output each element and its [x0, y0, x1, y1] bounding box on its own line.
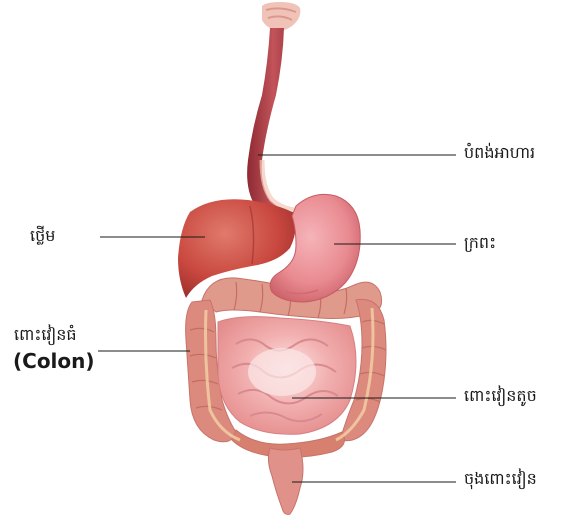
colon-english-label: (Colon): [13, 351, 95, 371]
small-intestine: [218, 317, 356, 435]
colon-label: ពោះវៀនធំ: [14, 325, 77, 345]
pharynx: [262, 2, 300, 31]
rectum: [268, 448, 303, 514]
rectum-label: ចុងពោះវៀន: [464, 469, 537, 489]
small-intestine-label: ពោះវៀនតូច: [464, 386, 537, 406]
stomach-label: ក្រពះ: [464, 233, 496, 253]
esophagus-label: បំពង់អាហារ: [464, 143, 535, 163]
esophagus: [247, 28, 300, 226]
liver-label: ថ្លើម: [30, 226, 55, 246]
